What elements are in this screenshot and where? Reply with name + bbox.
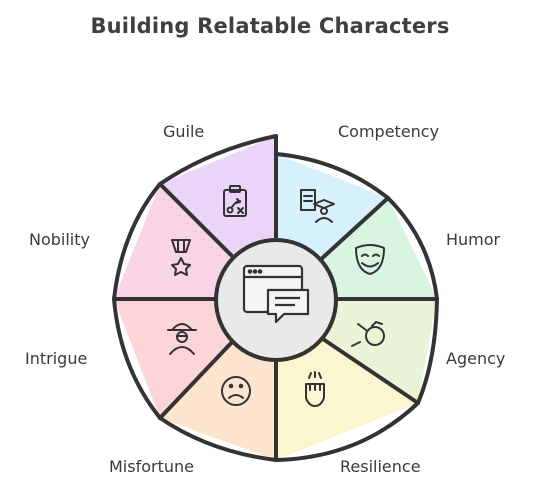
wheel-outline: [112, 134, 439, 462]
label-intrigue: Intrigue: [25, 349, 88, 368]
label-nobility: Nobility: [29, 230, 90, 249]
spy-icon: [167, 323, 197, 355]
raised-fist-icon: [305, 371, 325, 407]
label-misfortune: Misfortune: [109, 457, 194, 476]
label-agency: Agency: [446, 349, 506, 368]
strategy-clipboard-icon: [223, 185, 247, 217]
fist-hand-icon: [351, 321, 385, 347]
medal-icon: [171, 239, 191, 276]
label-resilience: Resilience: [340, 457, 421, 476]
browser-window-chat-icon: [242, 264, 310, 324]
label-competency: Competency: [338, 122, 440, 141]
label-guile: Guile: [163, 122, 205, 141]
document-graduate-icon: [300, 189, 335, 223]
label-humor: Humor: [446, 230, 501, 249]
smiling-mask-icon: [355, 244, 385, 275]
sad-face-icon: [221, 376, 251, 406]
diagram-title: Building Relatable Characters: [90, 14, 450, 38]
